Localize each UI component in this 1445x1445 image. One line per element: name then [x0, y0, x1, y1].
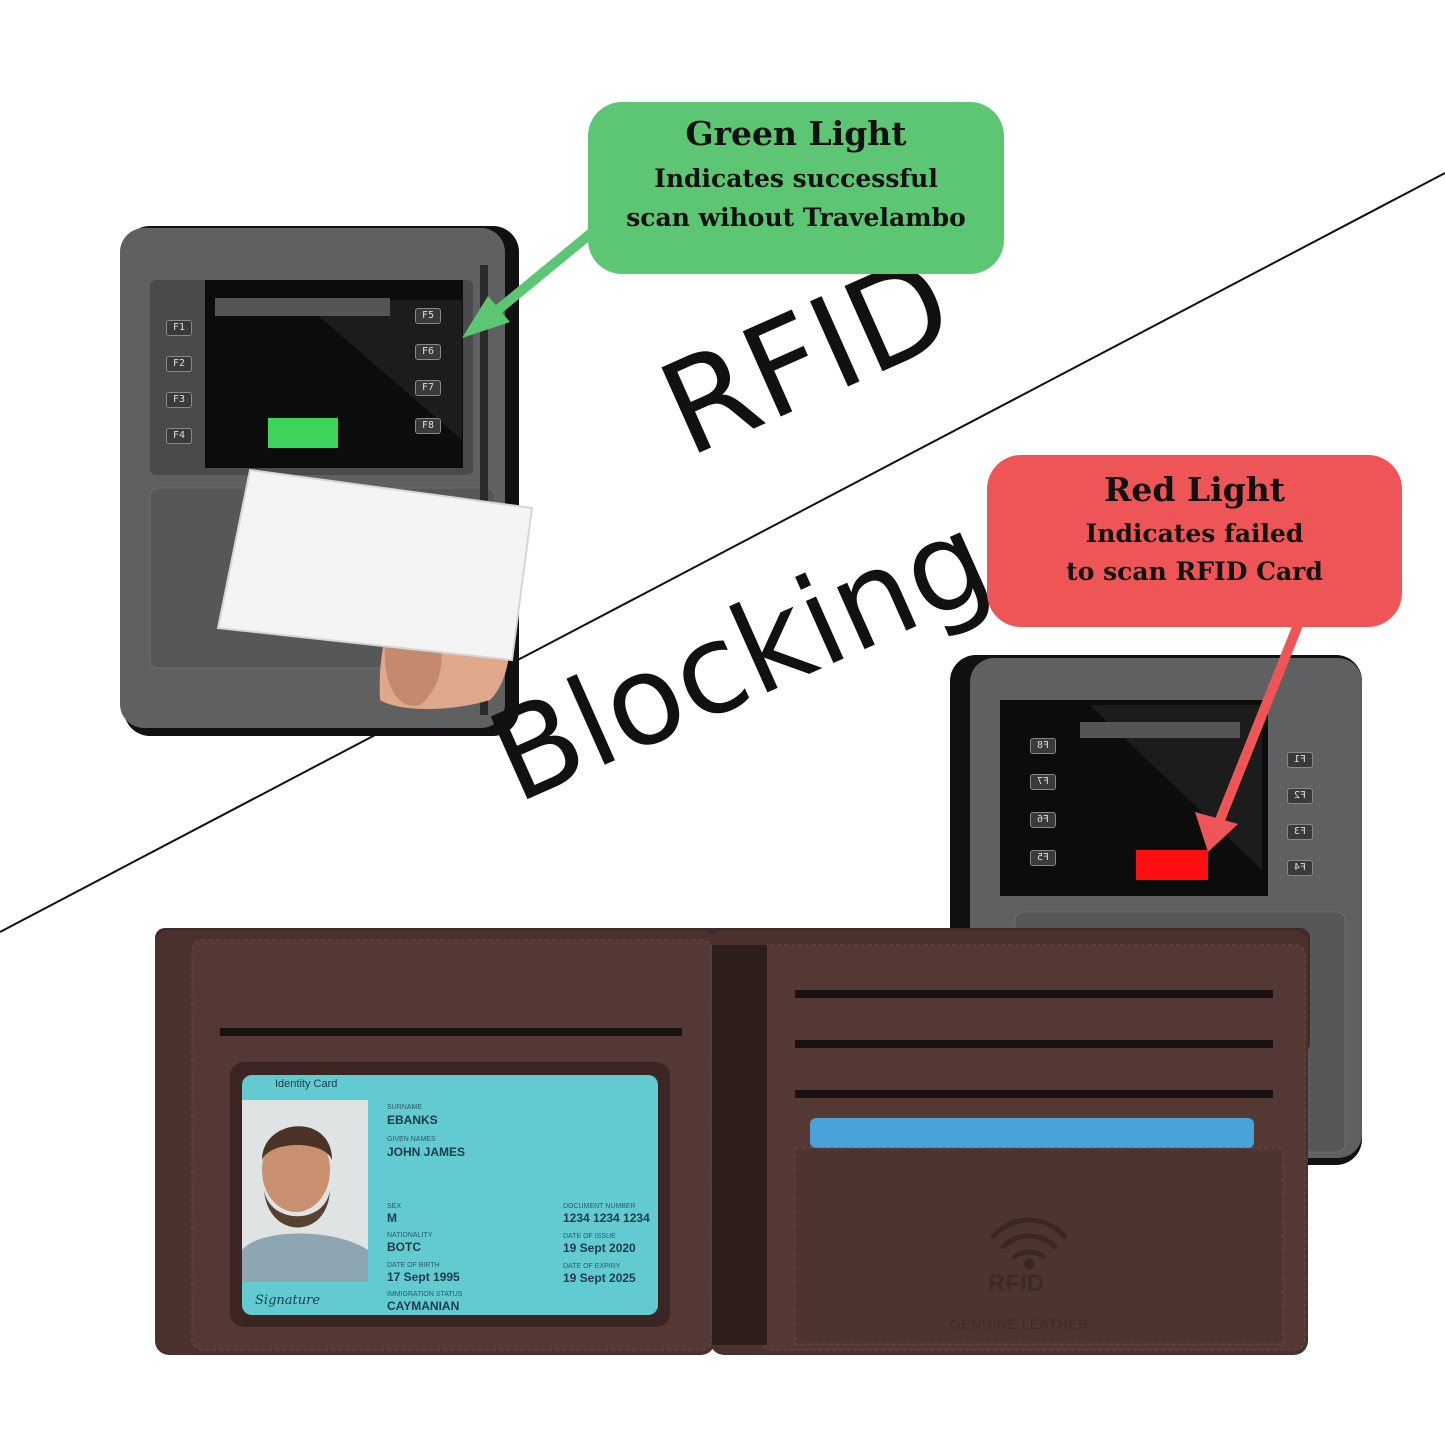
- white-rfid-card: [216, 468, 534, 662]
- green-callout-title: Green Light: [685, 114, 907, 153]
- reader-top-key-f6: F6: [415, 344, 441, 360]
- reader-top-key-f3: F3: [166, 392, 192, 408]
- sex-label: SEX: [387, 1203, 402, 1210]
- reader-bottom-key-f3: F3: [1287, 824, 1313, 840]
- reader-top-key-f7: F7: [415, 380, 441, 396]
- dob-value: 17 Sept 1995: [387, 1270, 460, 1284]
- reader-bottom-key-f5: F5: [1030, 850, 1056, 866]
- surname-value: EBANKS: [387, 1113, 438, 1127]
- reader-top-key-f1: F1: [166, 320, 192, 336]
- green-callout-line1: Indicates successful: [654, 164, 938, 193]
- blue-bank-card: [810, 1118, 1254, 1148]
- given-names-label: GIVEN NAMES: [387, 1136, 436, 1143]
- sex-value: M: [387, 1211, 397, 1225]
- immigration-value: CAYMANIAN: [387, 1299, 460, 1313]
- green-indicator-light: [268, 418, 338, 448]
- surname-label: SURNAME: [387, 1104, 423, 1111]
- red-callout-title: Red Light: [1103, 470, 1286, 509]
- reader-bottom-key-f7: F7: [1030, 774, 1056, 790]
- document-number-label: DOCUMENT NUMBER: [563, 1203, 636, 1210]
- reader-bottom-key-f4: F4: [1287, 860, 1313, 876]
- reader-top-key-f8: F8: [415, 418, 441, 434]
- issue-date-value: 19 Sept 2020: [563, 1241, 636, 1255]
- reader-top-key-f5: F5: [415, 308, 441, 324]
- red-callout-line2: to scan RFID Card: [1066, 557, 1323, 586]
- diagonal-divider: [0, 172, 1445, 933]
- id-card-header: Identity Card: [275, 1078, 338, 1090]
- expiry-date-value: 19 Sept 2025: [563, 1271, 636, 1285]
- given-names-value: JOHN JAMES: [387, 1145, 466, 1159]
- reader-bottom-key-f6: F6: [1030, 812, 1056, 828]
- id-signature: Signature: [255, 1293, 321, 1308]
- reader-bottom-key-f1: F1: [1287, 752, 1313, 768]
- nationality-label: NATIONALITY: [387, 1232, 433, 1239]
- expiry-date-label: DATE OF EXPIRY: [563, 1263, 621, 1270]
- green-light-callout: Green Light Indicates successful scan wi…: [588, 102, 1004, 274]
- leather-wallet: [155, 928, 1310, 1355]
- green-callout-line2: scan wihout Travelambo: [626, 203, 966, 232]
- wallet-rfid-logo-text: RFID: [988, 1270, 1044, 1297]
- red-light-callout: Red Light Indicates failed to scan RFID …: [987, 455, 1402, 627]
- hand-holding-card: [216, 468, 534, 709]
- reader-top-key-f2: F2: [166, 356, 192, 372]
- immigration-label: IMMIGRATION STATUS: [387, 1291, 463, 1298]
- nationality-value: BOTC: [387, 1240, 421, 1254]
- wallet-genuine-leather-text: GENUINE LEATHER: [950, 1316, 1089, 1332]
- issue-date-label: DATE OF ISSUE: [563, 1233, 616, 1240]
- red-indicator-light: [1136, 850, 1208, 880]
- reader-bottom-key-f8: F8: [1030, 738, 1056, 754]
- dob-label: DATE OF BIRTH: [387, 1262, 440, 1269]
- document-number-value: 1234 1234 1234: [563, 1211, 650, 1225]
- reader-top-key-f4: F4: [166, 428, 192, 444]
- red-arrow: [1195, 623, 1303, 852]
- reader-bottom-key-f2: F2: [1287, 788, 1313, 804]
- wifi-icon: [990, 1217, 1068, 1270]
- green-arrow: [462, 226, 599, 338]
- red-callout-line1: Indicates failed: [1085, 519, 1304, 548]
